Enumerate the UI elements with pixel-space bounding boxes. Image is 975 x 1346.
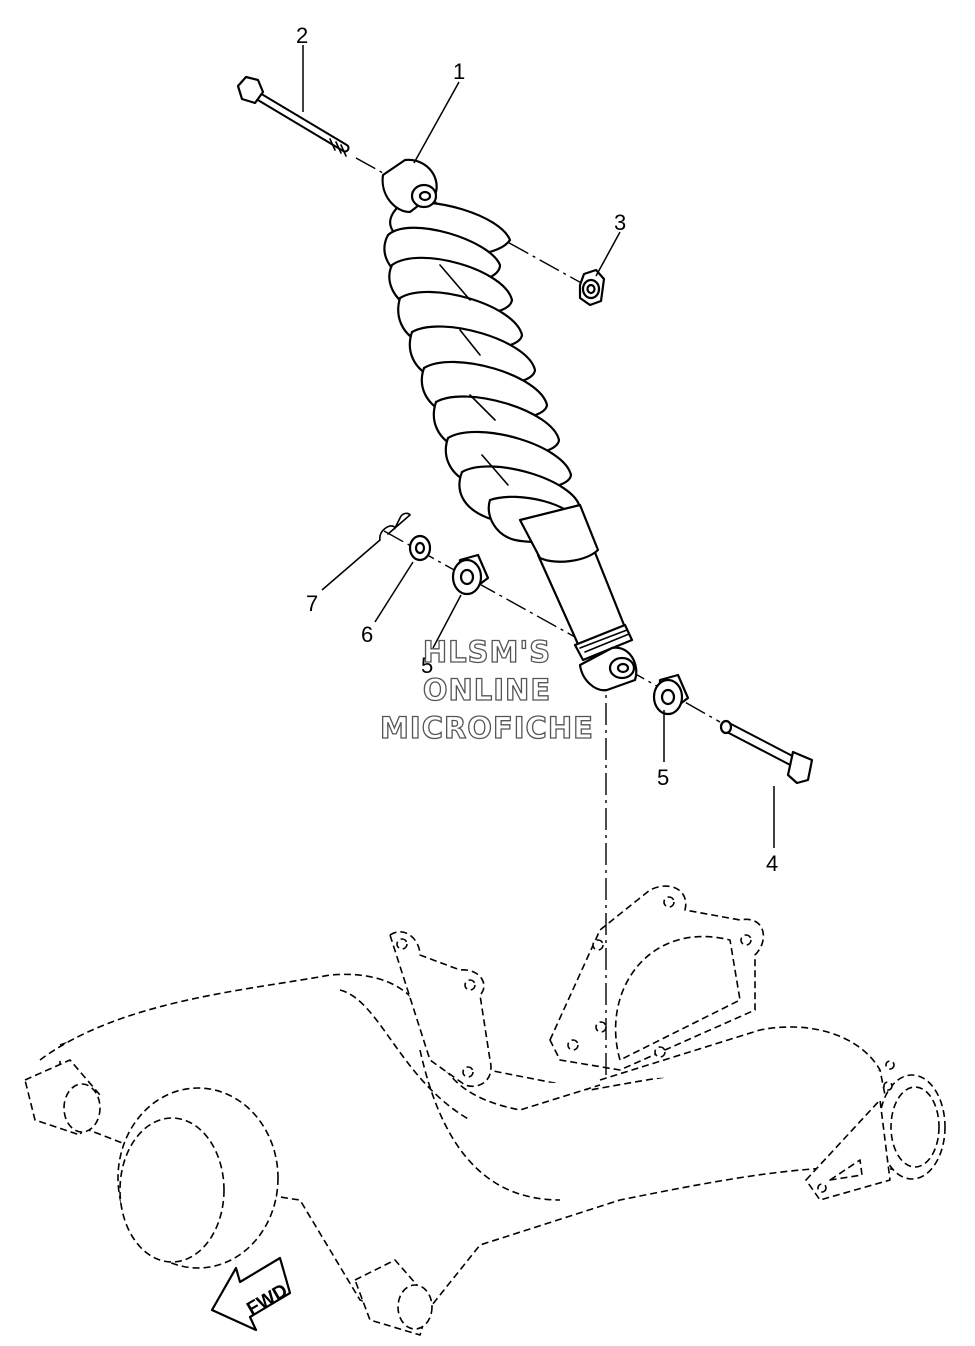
callout-4: 4: [766, 851, 778, 876]
callout-1: 1: [453, 59, 465, 84]
mounting-bolt-upper: [236, 75, 350, 157]
collar-left: [451, 553, 490, 596]
callout-5-left: 5: [421, 653, 433, 678]
callout-6: 6: [361, 622, 373, 647]
swingarm: [24, 885, 946, 1336]
callout-5-right: 5: [657, 765, 669, 790]
mounting-bolt-lower: [719, 719, 814, 785]
washer: [408, 534, 432, 562]
callout-3: 3: [614, 210, 626, 235]
callout-7: 7: [306, 591, 318, 616]
rear-shock-absorber: [381, 158, 638, 692]
watermark-line-3: MICROFICHE: [380, 711, 594, 745]
callout-labels: 1 2 3 4 5 5 6 7: [296, 23, 778, 876]
watermark-line-2: ONLINE: [423, 673, 551, 707]
collar-right: [652, 673, 690, 716]
watermark: HLSM'S ONLINE MICROFICHE: [379, 634, 594, 745]
cotter-pin: [379, 512, 412, 541]
callout-leaders: [302, 45, 775, 848]
forward-direction-arrow: FWD: [210, 1256, 291, 1332]
callout-2: 2: [296, 23, 308, 48]
nut-upper: [578, 268, 606, 307]
watermark-line-1: HLSM'S: [423, 635, 551, 669]
